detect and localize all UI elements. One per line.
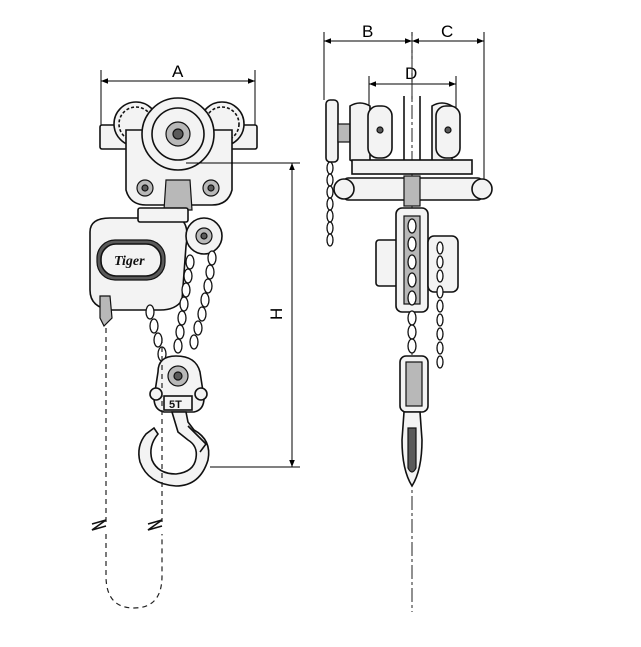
bolt-icon [136, 179, 220, 197]
dimension-h: H [186, 162, 300, 468]
front-view: A [89, 62, 300, 609]
side-view: B C D [323, 22, 493, 612]
hoist-body: Tiger [89, 207, 223, 328]
dimension-d: D [368, 64, 457, 108]
load-chain [145, 250, 217, 362]
side-bottom-block [399, 355, 429, 488]
dimension-b: B [323, 22, 413, 100]
bottom-block: 5T [149, 355, 208, 413]
side-trolley [325, 96, 493, 207]
dimension-h-label: H [267, 308, 286, 320]
dimension-c: C [412, 22, 485, 190]
hook-icon [138, 411, 210, 487]
dimension-a-label: A [172, 62, 184, 81]
dimension-d-label: D [405, 64, 417, 83]
capacity-label: 5T [169, 399, 182, 411]
trolley [99, 97, 258, 211]
side-load-chain [407, 285, 444, 369]
side-hoist-body [375, 207, 459, 313]
hand-chain-loop [91, 328, 163, 609]
brand-logo-text: Tiger [114, 254, 145, 269]
dimension-c-label: C [441, 22, 453, 41]
side-hand-chain [326, 161, 334, 247]
dimension-b-label: B [362, 22, 373, 41]
